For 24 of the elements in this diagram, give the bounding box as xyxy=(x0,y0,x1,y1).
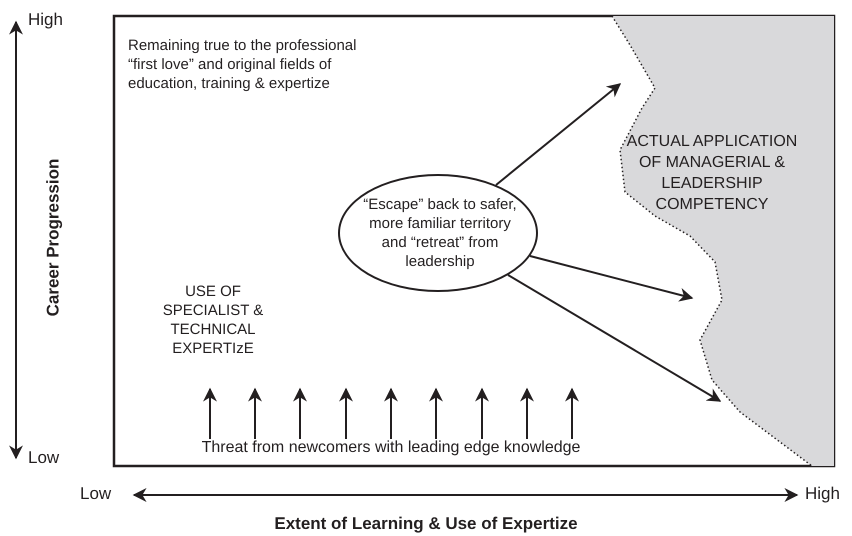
node-text: “Escape” back to safer, more familiar territory and “retreat” from leadership xyxy=(362,195,518,271)
shaded-region xyxy=(612,16,834,466)
axis-label: High xyxy=(805,484,840,503)
arrow xyxy=(339,388,353,439)
arrow xyxy=(293,388,307,439)
annotation-text: USE OF SPECIALIST & TECHNICAL EXPERTIzE xyxy=(162,282,264,358)
axis-label: Low xyxy=(28,448,60,467)
arrow xyxy=(520,388,534,439)
axis-title: Extent of Learning & Use of Expertize xyxy=(273,514,579,533)
arrow xyxy=(530,255,694,302)
node-text: ACTUAL APPLICATION OF MANAGERIAL & LEADERSHIP COMPETENCY xyxy=(626,132,798,215)
arrow xyxy=(429,388,443,439)
axis-title: Career Progression xyxy=(44,158,62,318)
axis-label: High xyxy=(28,10,63,29)
arrow xyxy=(565,388,579,439)
node-text: Threat from newcomers with leading edge knowledge xyxy=(200,438,582,457)
arrow xyxy=(507,274,722,402)
axis-label: Low xyxy=(80,484,112,503)
arrow xyxy=(495,83,622,186)
arrow xyxy=(475,388,489,439)
arrow xyxy=(248,388,262,439)
arrow xyxy=(203,388,217,439)
arrow xyxy=(384,388,398,439)
annotation-text: Remaining true to the professional “first love” and original fields of education, training & expertize xyxy=(128,36,358,93)
